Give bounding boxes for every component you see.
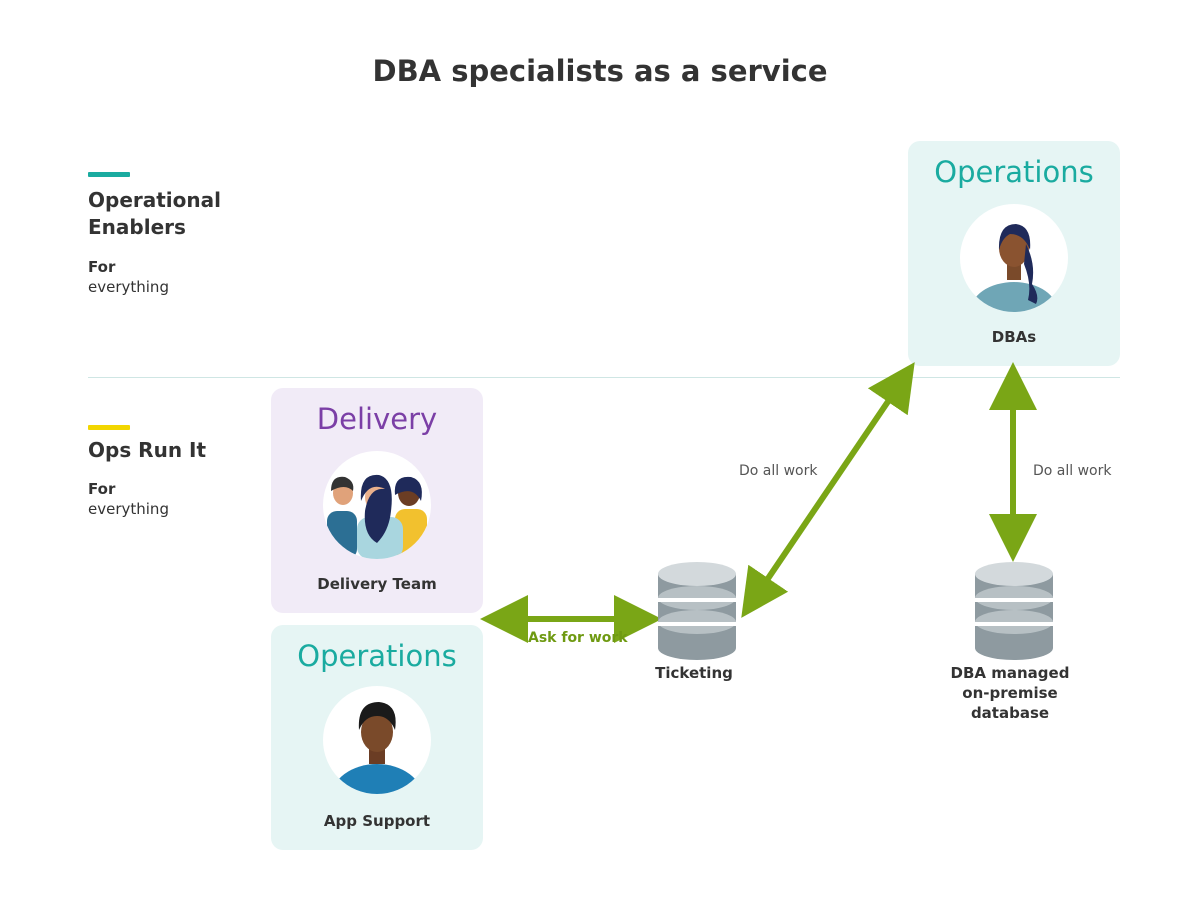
onprem-database-label-line2: on-premise bbox=[962, 684, 1058, 702]
card-operations-dbas-heading: Operations bbox=[934, 155, 1094, 189]
edge-label-ask-for-work: Ask for work bbox=[528, 630, 628, 646]
card-operations-app-support-heading: Operations bbox=[297, 639, 457, 673]
onprem-database-label-line3: database bbox=[970, 704, 1050, 722]
onprem-database-label-line1: DBA managed bbox=[950, 664, 1070, 682]
lane-enablers-for: For bbox=[88, 258, 116, 276]
card-operations-app-support-role: App Support bbox=[323, 812, 431, 830]
edge-label-do-all-work-database: Do all work bbox=[1033, 463, 1112, 479]
lane-ops-for: For bbox=[88, 480, 116, 498]
lane-ops-marker bbox=[88, 425, 130, 430]
database-icon bbox=[658, 562, 736, 660]
edge-label-do-all-work-ticketing: Do all work bbox=[739, 463, 818, 479]
card-operations-dbas: Operations DBAs bbox=[908, 141, 1120, 366]
team-icon bbox=[323, 451, 431, 559]
app-support-person-icon bbox=[323, 686, 431, 794]
lane-enablers-title-line1: Operational bbox=[88, 188, 221, 212]
lane-enablers-scope: everything bbox=[88, 278, 169, 296]
card-delivery-heading: Delivery bbox=[316, 402, 438, 436]
database-icon bbox=[975, 562, 1053, 660]
lane-enablers-title-line2: Enablers bbox=[88, 215, 186, 239]
onprem-database-label: DBA managed on-premise database bbox=[930, 663, 1090, 723]
ticketing-label: Ticketing bbox=[655, 664, 733, 682]
card-delivery-role: Delivery Team bbox=[317, 575, 437, 593]
card-operations-dbas-role: DBAs bbox=[991, 328, 1037, 346]
dba-person-icon bbox=[960, 204, 1068, 312]
lane-enablers-marker bbox=[88, 172, 130, 177]
lane-ops-title: Ops Run It bbox=[88, 438, 207, 462]
arrow-ticketing-dbas bbox=[741, 362, 915, 618]
lane-enablers-title: Operational Enablers bbox=[88, 187, 221, 241]
card-delivery: Delivery Delivery Team bbox=[271, 388, 483, 613]
card-operations-app-support: Operations App Support bbox=[271, 625, 483, 850]
lane-ops-scope: everything bbox=[88, 500, 169, 518]
diagram-title: DBA specialists as a service bbox=[372, 54, 828, 88]
lane-divider bbox=[88, 377, 1120, 378]
